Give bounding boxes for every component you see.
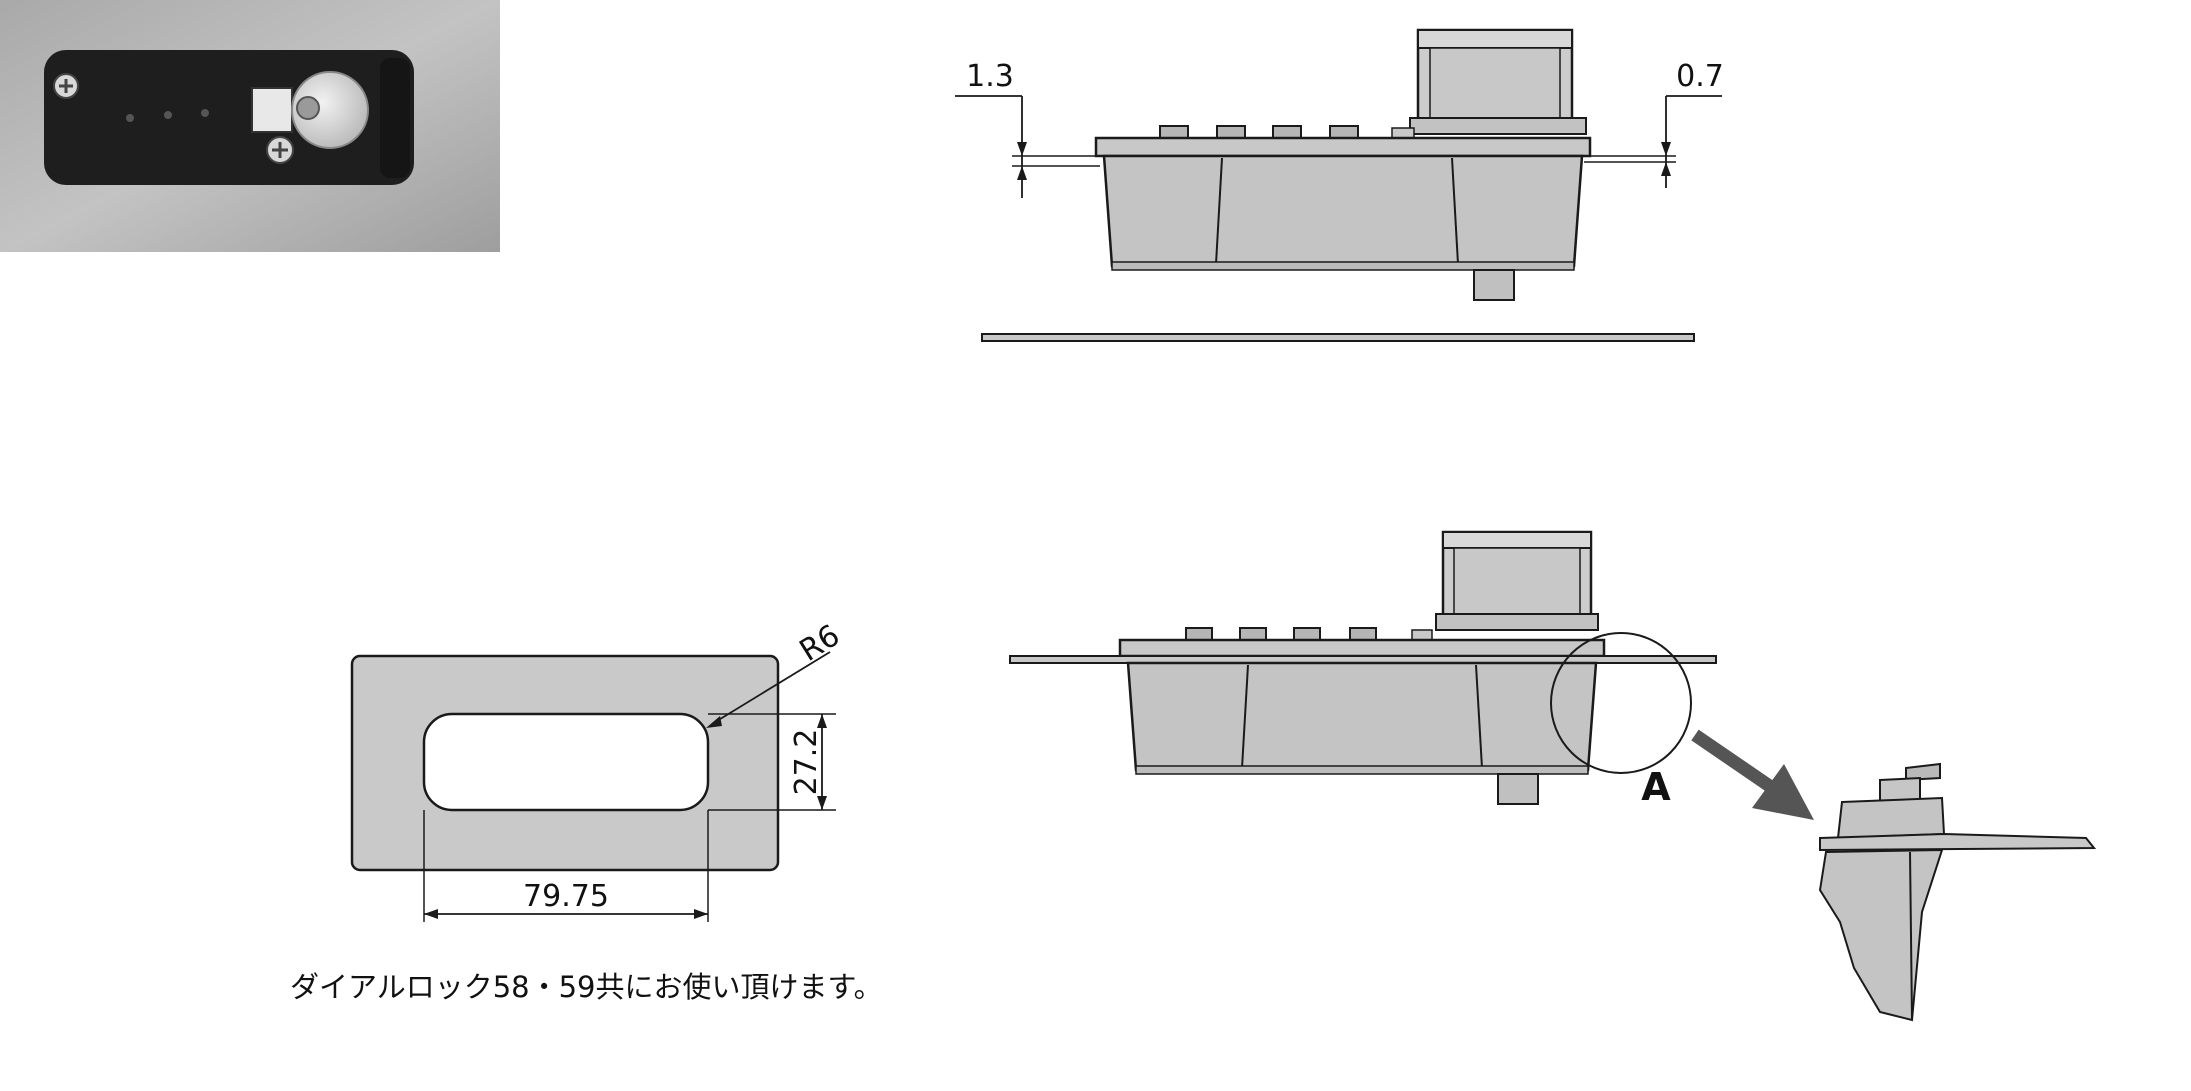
hole-2 bbox=[164, 111, 172, 119]
compatibility-caption: ダイアルロック58・59共にお使い頂けます。 bbox=[290, 970, 883, 1004]
detail-body bbox=[1818, 848, 1944, 1022]
hole-3 bbox=[201, 109, 209, 117]
detail-label: A bbox=[1641, 765, 1671, 809]
side-view-installed: A bbox=[1009, 530, 1814, 820]
spindle-top bbox=[1473, 269, 1515, 301]
lock-photo bbox=[0, 0, 500, 252]
lock-body-top bbox=[1102, 154, 1584, 268]
detail-plate bbox=[1819, 832, 2097, 852]
flange-top bbox=[1094, 136, 1592, 158]
dim-gap-right: 0.7 bbox=[1584, 59, 1724, 188]
detail-circle bbox=[1550, 632, 1692, 774]
dim-gap-left: 1.3 bbox=[955, 59, 1100, 198]
dim-radius-label: R6 bbox=[794, 618, 846, 669]
dial-knob bbox=[291, 71, 369, 149]
side-view-top: 1.3 0.7 bbox=[955, 28, 1724, 342]
hole-1 bbox=[126, 114, 134, 122]
dim-gap-left-label: 1.3 bbox=[966, 59, 1014, 94]
lock-side bbox=[380, 58, 410, 178]
dim-height-label: 27.2 bbox=[789, 729, 824, 796]
detail-a-view bbox=[1818, 762, 2097, 1022]
lock-body-installed bbox=[1126, 661, 1598, 772]
detail-arrow bbox=[1691, 729, 1814, 820]
cutout-opening bbox=[422, 712, 710, 812]
latch-window bbox=[251, 87, 293, 133]
lock-photo-illustration bbox=[0, 0, 500, 252]
door-plate bbox=[981, 333, 1695, 342]
dim-gap-right-label: 0.7 bbox=[1676, 59, 1724, 94]
dim-width-label: 79.75 bbox=[523, 879, 609, 914]
spindle bbox=[296, 96, 320, 120]
cutout-panel-view: R6 27.2 79.75 bbox=[350, 618, 846, 922]
